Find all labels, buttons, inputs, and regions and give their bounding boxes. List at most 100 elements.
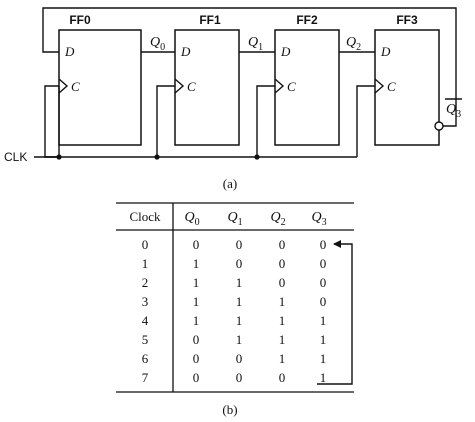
ff3-box <box>374 29 440 146</box>
clock-junction-dot <box>154 154 160 160</box>
table-row: 6 0 0 1 1 <box>142 351 327 366</box>
caption-a: (a) <box>223 176 237 191</box>
clock-line: CLK <box>4 85 375 164</box>
table-row: 4 1 1 1 1 <box>142 313 327 328</box>
q2-wire-label: Q2 <box>346 35 361 53</box>
q0-cell: 0 <box>193 370 200 385</box>
q3-cell: 1 <box>320 370 327 385</box>
ff1-label: FF1 <box>199 13 221 27</box>
clock-cell: 1 <box>142 256 149 271</box>
clock-cell: 3 <box>142 294 149 309</box>
q3-bar-label: Q3 <box>446 102 461 120</box>
ff2-label: FF2 <box>296 13 318 27</box>
q0-cell: 0 <box>193 351 200 366</box>
q0-cell: 1 <box>193 294 200 309</box>
q1-cell: 1 <box>236 313 243 328</box>
q3-cell: 1 <box>320 351 327 366</box>
wire-q2: Q2 <box>339 35 375 53</box>
ff0-box <box>58 29 142 146</box>
clock-cell: 2 <box>142 275 149 290</box>
inversion-bubble <box>434 121 444 131</box>
ff3-c-pin: C <box>387 79 396 94</box>
q3-cell: 0 <box>320 256 327 271</box>
ff0-clock-triangle <box>58 78 69 94</box>
clk-label: CLK <box>4 150 27 164</box>
table-row: 0 0 0 0 0 <box>142 237 327 252</box>
q3-cell: 0 <box>320 237 327 252</box>
cycle-return-arrow <box>317 240 353 385</box>
q2-cell: 1 <box>279 313 286 328</box>
table-row: 1 1 0 0 0 <box>142 256 327 271</box>
q0-cell: 1 <box>193 275 200 290</box>
ff1-c-pin: C <box>187 79 196 94</box>
ff3-label: FF3 <box>396 13 418 27</box>
ff3-d-pin: D <box>380 44 391 59</box>
circuit-diagram: FF0 D C FF1 D C FF2 D C FF3 D <box>4 7 462 191</box>
q-column-headers: Q0 Q1 Q2 Q3 <box>184 210 326 228</box>
q1-cell: 1 <box>236 275 243 290</box>
q3-cell: 1 <box>320 332 327 347</box>
q2-cell: 1 <box>279 294 286 309</box>
q1-column-header: Q1 <box>227 210 242 228</box>
q0-cell: 1 <box>193 313 200 328</box>
table-row: 5 0 1 1 1 <box>142 332 327 347</box>
q0-wire-label: Q0 <box>150 35 165 53</box>
ff2-c-pin: C <box>287 79 296 94</box>
clock-column-header: Clock <box>129 209 161 224</box>
q2-cell: 1 <box>279 351 286 366</box>
ff0-d-pin: D <box>64 44 75 59</box>
ff2-d-pin: D <box>280 44 291 59</box>
clock-branch-ff0 <box>44 85 59 158</box>
q0-column-header: Q0 <box>184 210 199 228</box>
q1-cell: 0 <box>236 370 243 385</box>
clock-cell: 0 <box>142 237 149 252</box>
clock-branch-ff1 <box>156 85 175 157</box>
q2-column-header: Q2 <box>270 210 285 228</box>
q2-cell: 0 <box>279 256 286 271</box>
flipflop-ff0: FF0 D C <box>58 13 142 146</box>
q1-cell: 1 <box>236 294 243 309</box>
q3-cell: 1 <box>320 313 327 328</box>
q0-cell: 0 <box>193 332 200 347</box>
table-body: 0 0 0 0 0 1 1 0 0 0 2 1 1 0 0 3 1 1 1 0 4 1 1 1 1 5 0 1 1 1 6 0 0 1 1 7 0 0 0 1 <box>142 237 327 385</box>
q2-cell: 0 <box>279 275 286 290</box>
q0-cell: 0 <box>193 237 200 252</box>
q1-cell: 1 <box>236 332 243 347</box>
flipflop-ff2: FF2 D C <box>274 13 340 146</box>
clock-branch-ff3 <box>356 85 375 157</box>
ff1-d-pin: D <box>180 44 191 59</box>
clock-junction-dot <box>56 154 62 160</box>
wire-q1: Q1 <box>239 35 275 53</box>
q2-cell: 0 <box>279 370 286 385</box>
ff2-box <box>274 29 340 146</box>
ff2-clock-triangle <box>274 78 285 94</box>
clock-cell: 4 <box>142 313 149 328</box>
q0-cell: 1 <box>193 256 200 271</box>
q2-cell: 1 <box>279 332 286 347</box>
ff0-label: FF0 <box>69 13 91 27</box>
q1-cell: 0 <box>236 351 243 366</box>
table-row: 3 1 1 1 0 <box>142 294 327 309</box>
table-row: 7 0 0 0 1 <box>142 370 327 385</box>
feedback-wire-q3-bar: Q3 <box>42 7 462 131</box>
clock-cell: 6 <box>142 351 149 366</box>
table-row: 2 1 1 0 0 <box>142 275 327 290</box>
flipflop-ff1: FF1 D C <box>174 13 240 146</box>
clock-cell: 5 <box>142 332 149 347</box>
wire-q0: Q0 <box>141 35 175 53</box>
q1-cell: 0 <box>236 256 243 271</box>
q1-cell: 0 <box>236 237 243 252</box>
ff0-c-pin: C <box>71 79 80 94</box>
clock-cell: 7 <box>142 370 149 385</box>
q3-cell: 0 <box>320 294 327 309</box>
clock-junction-dot <box>254 154 260 160</box>
ff3-clock-triangle <box>374 78 385 94</box>
q2-cell: 0 <box>279 237 286 252</box>
q3-column-header: Q3 <box>311 210 326 228</box>
ff1-box <box>174 29 240 146</box>
q3-cell: 0 <box>320 275 327 290</box>
q1-wire-label: Q1 <box>248 35 263 53</box>
clock-branch-ff2 <box>256 85 275 157</box>
